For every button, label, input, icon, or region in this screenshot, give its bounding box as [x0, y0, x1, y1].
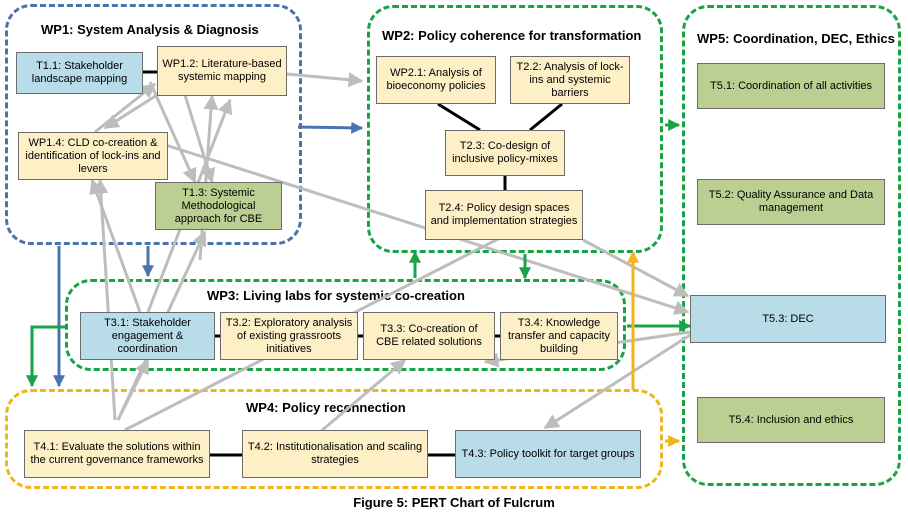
task-t4-3[interactable]: T4.3: Policy toolkit for target groups	[455, 430, 641, 478]
wp1-container	[5, 4, 302, 245]
link-t14-t53	[149, 138, 690, 316]
seq-t22-t23	[529, 102, 563, 132]
task-t3-3[interactable]: T3.3: Co-creation of CBE related solutio…	[363, 312, 495, 360]
task-t4-2[interactable]: T4.2: Institutionalisation and scaling s…	[242, 430, 428, 478]
task-t2-4[interactable]: T2.4: Policy design spaces and implement…	[425, 190, 583, 240]
link-t11-t13	[148, 81, 197, 184]
wp3-title: WP3: Living labs for systemic co-creatio…	[207, 288, 465, 303]
link-t24-t53	[582, 238, 690, 298]
wp3-container	[65, 279, 626, 371]
wp5-title: WP5: Coordination, DEC, Ethics	[697, 31, 895, 46]
task-t5-1[interactable]: T5.1: Coordination of all activities	[697, 63, 885, 109]
wp2-title: WP2: Policy coherence for transformation	[382, 28, 642, 43]
task-t2-2[interactable]: T2.2: Analysis of lock-ins and systemic …	[510, 56, 630, 104]
wp2-container	[367, 5, 663, 253]
seq-t21-t23	[437, 102, 481, 132]
task-t2-3[interactable]: T2.3: Co-design of inclusive policy-mixe…	[445, 130, 565, 176]
task-t5-4[interactable]: T5.4: Inclusion and ethics	[697, 397, 885, 443]
link-t12-t21	[286, 72, 364, 88]
task-t5-3[interactable]: T5.3: DEC	[690, 295, 886, 343]
task-t1-1[interactable]: T1.1: Stakeholder landscape mapping	[16, 52, 143, 94]
task-t4-1[interactable]: T4.1: Evaluate the solutions within the …	[24, 430, 210, 478]
task-wp2-1[interactable]: WP2.1: Analysis of bioeconomy policies	[376, 56, 496, 104]
task-wp1-4[interactable]: WP1.4: CLD co-creation & identification …	[18, 132, 168, 180]
link-t41-t14	[93, 178, 117, 421]
arrow-wp3-wp4	[26, 325, 65, 388]
task-t3-4[interactable]: T3.4: Knowledge transfer and capacity bu…	[500, 312, 618, 360]
task-t1-3[interactable]: T1.3: Systemic Methodological approach f…	[155, 182, 282, 230]
task-t3-2[interactable]: T3.2: Exploratory analysis of existing g…	[220, 312, 358, 360]
task-wp1-2[interactable]: WP1.2: Literature-based systemic mapping	[157, 46, 287, 96]
task-t3-1[interactable]: T3.1: Stakeholder engagement & coordinat…	[80, 312, 215, 360]
link-t14-t11	[94, 82, 157, 134]
link-t53-t43	[543, 333, 691, 430]
wp4-title: WP4: Policy reconnection	[246, 400, 406, 415]
link-t31-t14a	[89, 178, 142, 313]
wp1-title: WP1: System Analysis & Diagnosis	[41, 22, 259, 37]
figure-caption: Figure 5: PERT Chart of Fulcrum	[353, 495, 555, 510]
link-t41-t31	[116, 358, 150, 421]
link-t42-t33	[319, 358, 407, 434]
task-t5-2[interactable]: T5.2: Quality Assurance and Data managem…	[697, 179, 885, 225]
wp5-container	[682, 5, 901, 486]
wp4-container	[5, 389, 663, 489]
arrow-wp1-wp2	[297, 121, 364, 134]
